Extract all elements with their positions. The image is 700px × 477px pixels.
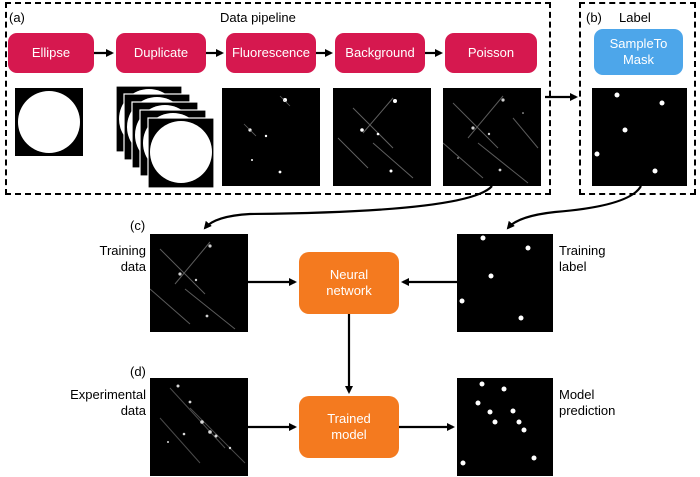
background-image [333, 88, 431, 186]
step-poisson-label: Poisson [467, 45, 515, 60]
training-label-line2: label [559, 259, 587, 274]
step-ellipse: Ellipse [8, 33, 94, 73]
step-poisson: Poisson [445, 33, 537, 73]
step-background-label: Background [345, 45, 415, 60]
fluorescence-image [222, 88, 320, 186]
step-sampletomask-line1: SampleTo [609, 36, 668, 51]
panel-a-frame [5, 2, 551, 195]
trained-model-line1: Trained [327, 411, 371, 426]
experimental-data-line2: data [120, 403, 146, 418]
neural-network-line1: Neural [329, 267, 369, 282]
training-label-line1: Training [559, 243, 606, 258]
panel-a-tag: (a) [9, 10, 25, 25]
step-sampletomask-line2: Mask [622, 52, 655, 67]
step-background: Background [335, 33, 425, 73]
training-label-image [457, 234, 553, 332]
step-ellipse-label: Ellipse [31, 45, 71, 60]
panel-a-title: Data pipeline [220, 10, 296, 25]
panel-b-title: Label [619, 10, 651, 25]
neural-network-line2: network [326, 283, 372, 298]
duplicate-image-stack [115, 85, 216, 190]
poisson-image [443, 88, 541, 186]
panel-d-tag: (d) [130, 364, 146, 379]
trained-model-line2: model [331, 427, 367, 442]
model-prediction-image [457, 378, 553, 476]
ellipse-image [15, 88, 83, 156]
training-data-image [150, 234, 248, 332]
panel-c-tag: (c) [130, 218, 146, 233]
experimental-data-image [150, 378, 248, 476]
step-fluorescence-label: Fluorescence [231, 45, 311, 60]
label-mask-image [592, 88, 687, 186]
panel-b-tag: (b) [586, 10, 602, 25]
step-duplicate: Duplicate [116, 33, 206, 73]
trained-model-box: Trained model [299, 396, 399, 458]
step-duplicate-label: Duplicate [133, 45, 189, 60]
panel-b-frame [579, 2, 696, 195]
training-data-line2: data [120, 259, 146, 274]
arrow-poisson-training-data [203, 185, 493, 230]
arrow-label-training-label [506, 185, 642, 230]
training-data-line1: Training [99, 243, 146, 258]
step-sampletomask: SampleTo Mask [594, 29, 683, 75]
model-prediction-line1: Model [559, 387, 595, 402]
neural-network-box: Neural network [299, 252, 399, 314]
experimental-data-line1: Experimental [70, 387, 146, 402]
step-fluorescence: Fluorescence [226, 33, 316, 73]
model-prediction-line2: prediction [559, 403, 616, 418]
